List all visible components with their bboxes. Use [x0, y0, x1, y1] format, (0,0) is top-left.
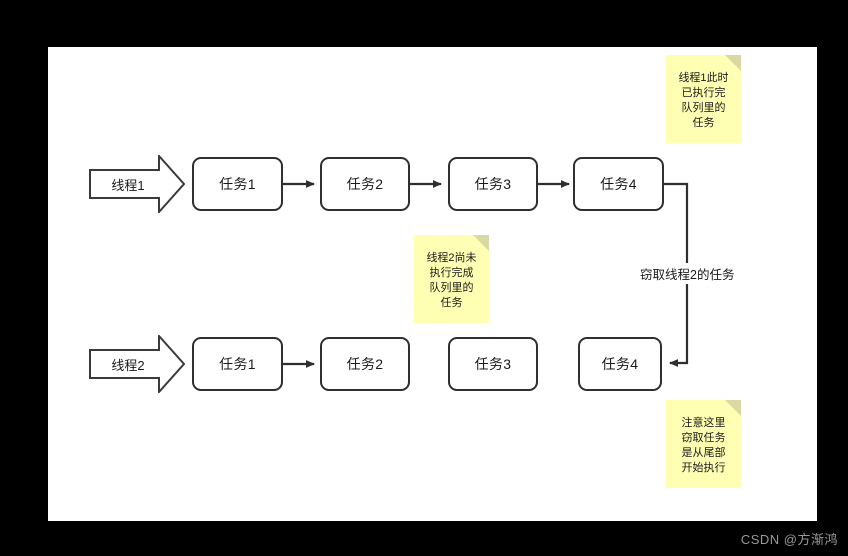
note-line: 开始执行	[681, 462, 726, 474]
note-line: 是从尾部	[681, 447, 726, 459]
note-thread2-pending: 线程2尚未 执行完成 队列里的 任务	[414, 235, 489, 323]
thread-arrow-1: 线程1	[89, 155, 185, 213]
thread-label-2: 线程2	[111, 357, 145, 373]
task-box-r1-4[interactable]: 任务4	[573, 157, 664, 211]
note-line: 已执行完	[681, 87, 726, 99]
note-line: 线程2尚未	[426, 252, 477, 264]
note-thread1-done: 线程1此时 已执行完 队列里的 任务	[666, 55, 741, 143]
note-line: 窃取任务	[681, 432, 726, 444]
note-line: 队列里的	[681, 102, 726, 114]
thread-label-1: 线程1	[111, 177, 145, 193]
note-steal-from-tail: 注意这里 窃取任务 是从尾部 开始执行	[666, 400, 741, 488]
note-fold-icon	[473, 235, 489, 251]
note-fold-icon	[725, 400, 741, 416]
note-line: 任务	[440, 297, 463, 309]
note-line: 任务	[692, 117, 715, 129]
task-box-r2-1[interactable]: 任务1	[192, 337, 283, 391]
task-box-r2-3[interactable]: 任务3	[448, 337, 538, 391]
task-box-r2-2[interactable]: 任务2	[320, 337, 410, 391]
task-box-r1-1[interactable]: 任务1	[192, 157, 283, 211]
watermark: CSDN @方渐鸿	[740, 532, 838, 547]
note-fold-icon	[725, 55, 741, 71]
thread-arrow-2: 线程2	[89, 335, 185, 393]
note-line: 队列里的	[429, 282, 474, 294]
task-box-r1-3[interactable]: 任务3	[448, 157, 538, 211]
note-line: 执行完成	[429, 267, 474, 279]
task-box-r1-2[interactable]: 任务2	[320, 157, 410, 211]
note-line: 注意这里	[681, 417, 726, 429]
steal-connector-label: 窃取线程2的任务	[637, 263, 738, 284]
task-box-r2-4[interactable]: 任务4	[578, 337, 662, 391]
note-line: 线程1此时	[678, 72, 729, 84]
